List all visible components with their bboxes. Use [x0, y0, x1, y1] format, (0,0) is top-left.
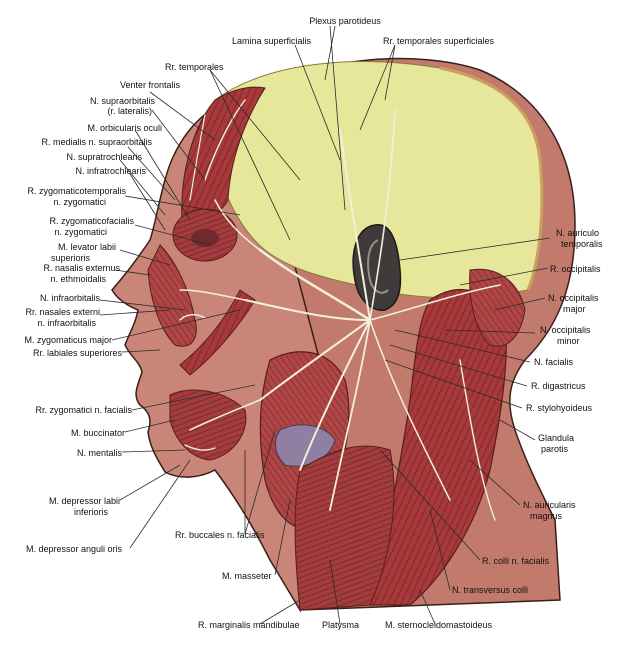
- label-n-occipitalis-minor-minor: minor: [557, 336, 580, 346]
- label-rr-nasales-externi-n: n. infraorbitalis: [37, 318, 96, 328]
- label-m-orbicularis-oculi: M. orbicularis oculi: [87, 123, 162, 133]
- label-n-facialis: N. facialis: [534, 357, 574, 367]
- label-r-marginalis-mandibulae: R. marginalis mandibulae: [198, 620, 300, 630]
- label-r-nasalis-externus: R. nasalis externus: [43, 263, 120, 273]
- label-m-depressor-labii-inferioris: inferioris: [73, 507, 108, 517]
- label-rr-zygomatici: Rr. zygomatici n. facialis: [35, 405, 132, 415]
- label-n-auriculotemporalis: N. auriculo: [556, 228, 600, 238]
- label-glandula-parotis: Glandula: [538, 433, 575, 443]
- label-n-auricularis-magnus-magnus: magnus: [530, 511, 563, 521]
- label-plexus-parotideus: Plexus parotideus: [309, 16, 381, 26]
- label-r-digastricus: R. digastricus: [531, 381, 586, 391]
- label-n-supraorbitalis-lateralis: (r. lateralis): [107, 106, 152, 116]
- label-n-infraorbitalis: N. infraorbitalis: [39, 293, 100, 303]
- label-n-infratrochlearis: N. infratrochlearis: [75, 166, 146, 176]
- label-m-buccinator: M. buccinator: [70, 428, 125, 438]
- label-n-occipitalis-minor: N. occipitalis: [540, 325, 591, 335]
- label-m-masseter: M. masseter: [222, 571, 272, 581]
- label-rr-temporales-superficiales: Rr. temporales superficiales: [383, 36, 495, 46]
- label-r-zygomaticotemporalis-n: n. zygomatici: [53, 197, 106, 207]
- fascia-edge: [439, 66, 544, 291]
- label-n-auricularis-magnus: N. auricularis: [523, 500, 576, 510]
- label-n-transversus-colli: N. transversus colli: [452, 585, 529, 595]
- facial-nerve-branches: [179, 99, 501, 521]
- label-glandula-parotis-parotis: parotis: [541, 444, 569, 454]
- label-r-nasalis-externus-n: n. ethmoidalis: [50, 274, 106, 284]
- platysma: [294, 445, 395, 611]
- label-rr-labiales-superiores: Rr. labiales superiores: [32, 348, 122, 358]
- label-m-zygomaticus-major: M. zygomaticus major: [24, 335, 112, 345]
- label-m-levator-labii-superioris: superioris: [50, 253, 90, 263]
- label-r-zygomaticofacialis-n: n. zygomatici: [54, 227, 107, 237]
- label-m-depressor-labii: M. depressor labii: [48, 496, 120, 506]
- label-rr-temporales: Rr. temporales: [165, 62, 224, 72]
- frontal-muscle: [181, 86, 266, 222]
- label-venter-frontalis: Venter frontalis: [119, 80, 180, 90]
- leader-lines: [99, 25, 551, 625]
- label-r-occipitalis: R. occipitalis: [550, 264, 601, 274]
- label-r-zygomaticofacialis: R. zygomaticofacialis: [49, 216, 134, 226]
- label-r-stylohyoideus: R. stylohyoideus: [526, 403, 593, 413]
- buccinator: [169, 389, 247, 461]
- label-r-medialis-supraorbitalis: R. medialis n. supraorbitalis: [41, 137, 152, 147]
- label-m-depressor-anguli-oris: M. depressor anguli oris: [25, 544, 122, 554]
- label-m-levator-labii: M. levator labii: [57, 242, 116, 252]
- label-rr-buccales: Rr. buccales n. facialis: [175, 530, 265, 540]
- label-lamina-superficialis: Lamina superficialis: [232, 36, 312, 46]
- levator-muscles: [147, 244, 197, 347]
- label-n-supratrochlearis: N. supratrochlearis: [66, 152, 142, 162]
- label-r-colli: R. colli n. facialis: [482, 556, 550, 566]
- label-platysma: Platysma: [322, 620, 360, 630]
- label-n-occipitalis-major-major: major: [563, 304, 586, 314]
- label-m-sternocleidomastoideus: M. sternocleidomastoideus: [385, 620, 493, 630]
- label-r-zygomaticotemporalis: R. zygomaticotemporalis: [27, 186, 126, 196]
- label-n-auriculotemporalis-temporalis: temporalis: [561, 239, 603, 249]
- label-rr-nasales-externi: Rr. nasales externi: [25, 307, 100, 317]
- label-n-mentalis: N. mentalis: [76, 448, 122, 458]
- label-n-supraorbitalis: N. supraorbitalis: [89, 96, 155, 106]
- label-n-occipitalis-major: N. occipitalis: [548, 293, 599, 303]
